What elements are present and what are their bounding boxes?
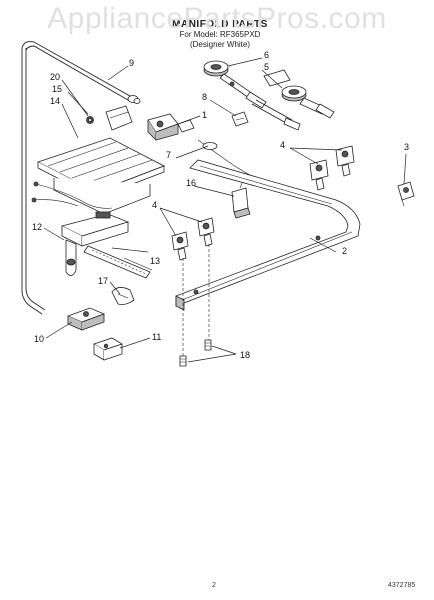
- part-15-fitting: [86, 116, 94, 124]
- part-14-panel: [36, 137, 165, 215]
- part-13-wire-strip: [83, 245, 153, 279]
- callout-7: 7: [166, 150, 171, 160]
- document-code: 4372785: [388, 582, 416, 589]
- callout-13: 13: [150, 256, 160, 266]
- part-16-switch: [231, 177, 251, 219]
- part-4-valves-upper: [309, 145, 355, 191]
- part-1-valve: [147, 113, 195, 141]
- callout-15: 15: [52, 84, 62, 94]
- callout-4-lower: 4: [152, 200, 157, 210]
- part-11-bracket: [93, 337, 123, 361]
- callout-9: 9: [129, 58, 134, 68]
- callout-4-upper: 4: [280, 140, 285, 150]
- callout-8: 8: [202, 92, 207, 102]
- model-line: For Model: RF365PXD: [179, 30, 261, 39]
- callout-17: 17: [98, 276, 108, 286]
- callout-11: 11: [152, 332, 161, 342]
- part-10-block: [66, 307, 106, 331]
- callout-5: 5: [264, 62, 269, 72]
- diagram-title: MANIFOLD PARTS: [172, 19, 268, 30]
- part-8-bracket: [231, 111, 249, 127]
- callout-10: 10: [34, 334, 44, 344]
- part-12-module: [60, 211, 130, 276]
- part-2-manifold: [175, 159, 361, 311]
- part-9-gas-tube: [21, 41, 141, 315]
- callout-labels: 20 15 14 9 6 5 8 1 7 4 3 16 4 12 13 17 2…: [32, 50, 409, 360]
- callout-3: 3: [404, 142, 409, 152]
- callout-1: 1: [202, 110, 207, 120]
- page-number: 2: [212, 582, 216, 589]
- part-18-screws: [179, 339, 212, 367]
- diagram-title-block: MANIFOLD PARTS For Model: RF365PXD (Desi…: [120, 20, 320, 50]
- callout-16: 16: [186, 178, 196, 188]
- part-17-clip: [111, 287, 135, 305]
- callout-14: 14: [50, 96, 60, 106]
- part-6-burner: [203, 60, 267, 109]
- part-7-igniter-wire: [197, 139, 253, 177]
- callout-18: 18: [240, 350, 250, 360]
- wire-harness: [31, 181, 113, 209]
- variant-line: (Designer White): [189, 40, 250, 49]
- callout-12: 12: [32, 222, 42, 232]
- leader-lines: [43, 57, 407, 363]
- callout-2: 2: [342, 246, 347, 256]
- part-20-bracket: [105, 105, 133, 131]
- part-3-orifice: [397, 181, 415, 207]
- callout-20: 20: [50, 72, 60, 82]
- burner-tube: [251, 99, 301, 131]
- part-5-burner: [263, 69, 335, 119]
- part-4-valves-lower: [171, 217, 215, 366]
- callout-6: 6: [264, 50, 269, 60]
